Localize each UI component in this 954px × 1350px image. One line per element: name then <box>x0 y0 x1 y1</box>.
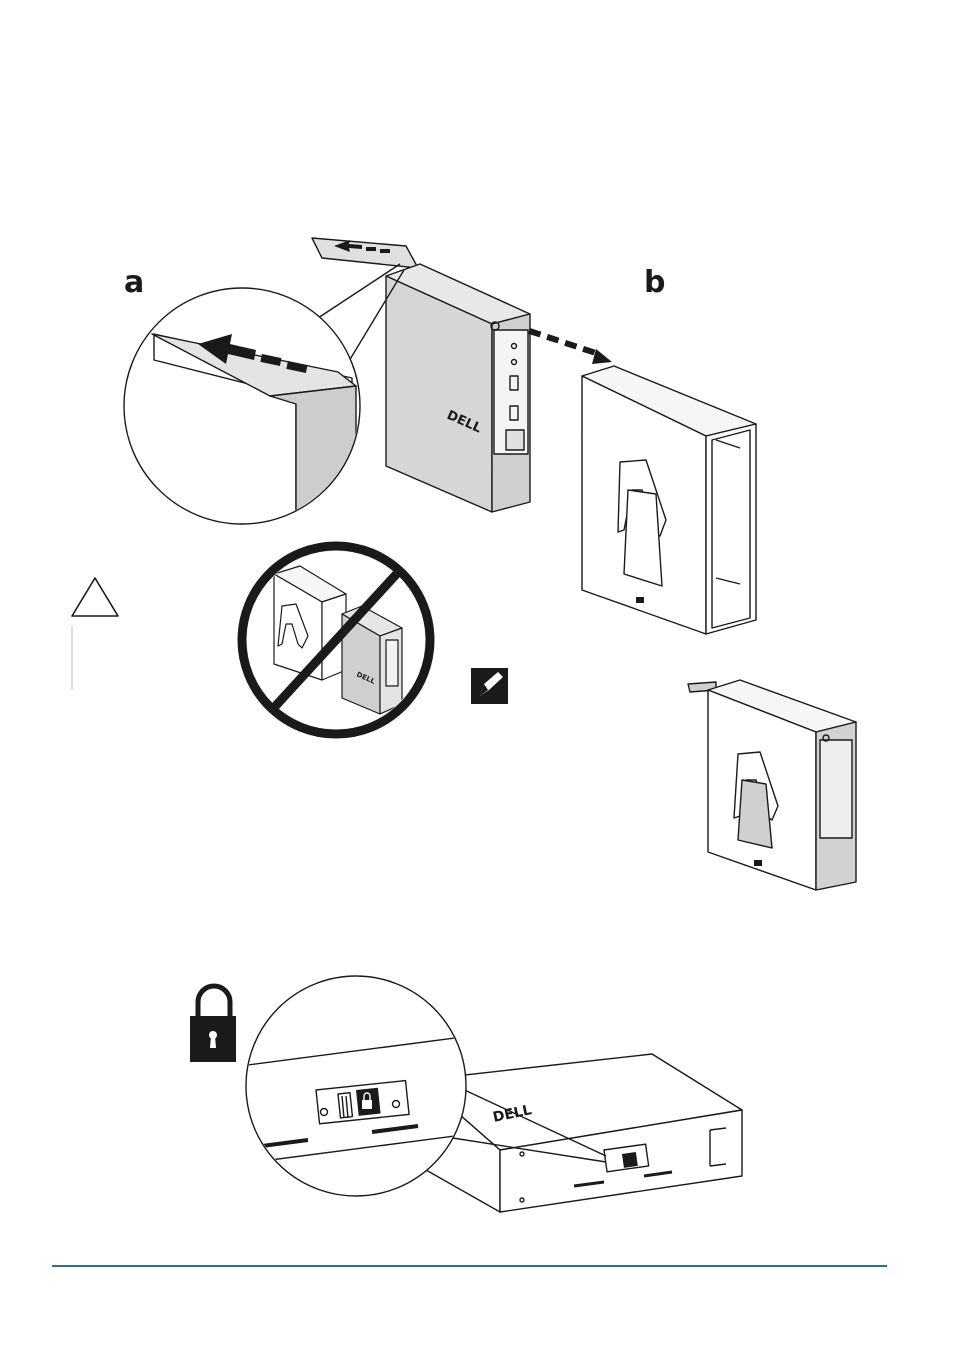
lock-section: DELL <box>190 976 742 1212</box>
latch-zoom-callout <box>124 264 404 560</box>
step-b-illustration <box>582 366 856 890</box>
note-icon <box>471 668 508 704</box>
assembled-pc-in-stand <box>688 680 856 890</box>
footer-rule <box>52 1265 887 1267</box>
prohibited-orientation: DELL <box>242 546 430 734</box>
desktop-pc: DELL <box>386 264 530 512</box>
caution-notice: DELL <box>72 546 430 734</box>
horizontal-pc: DELL <box>420 1054 742 1212</box>
insert-direction-arrow <box>528 328 612 364</box>
padlock-icon <box>190 986 236 1062</box>
caution-triangle-icon <box>72 578 118 616</box>
vesa-stand-cover <box>582 366 756 634</box>
stand-dell-logo <box>636 597 644 603</box>
step-a-illustration: DELL <box>124 238 612 560</box>
